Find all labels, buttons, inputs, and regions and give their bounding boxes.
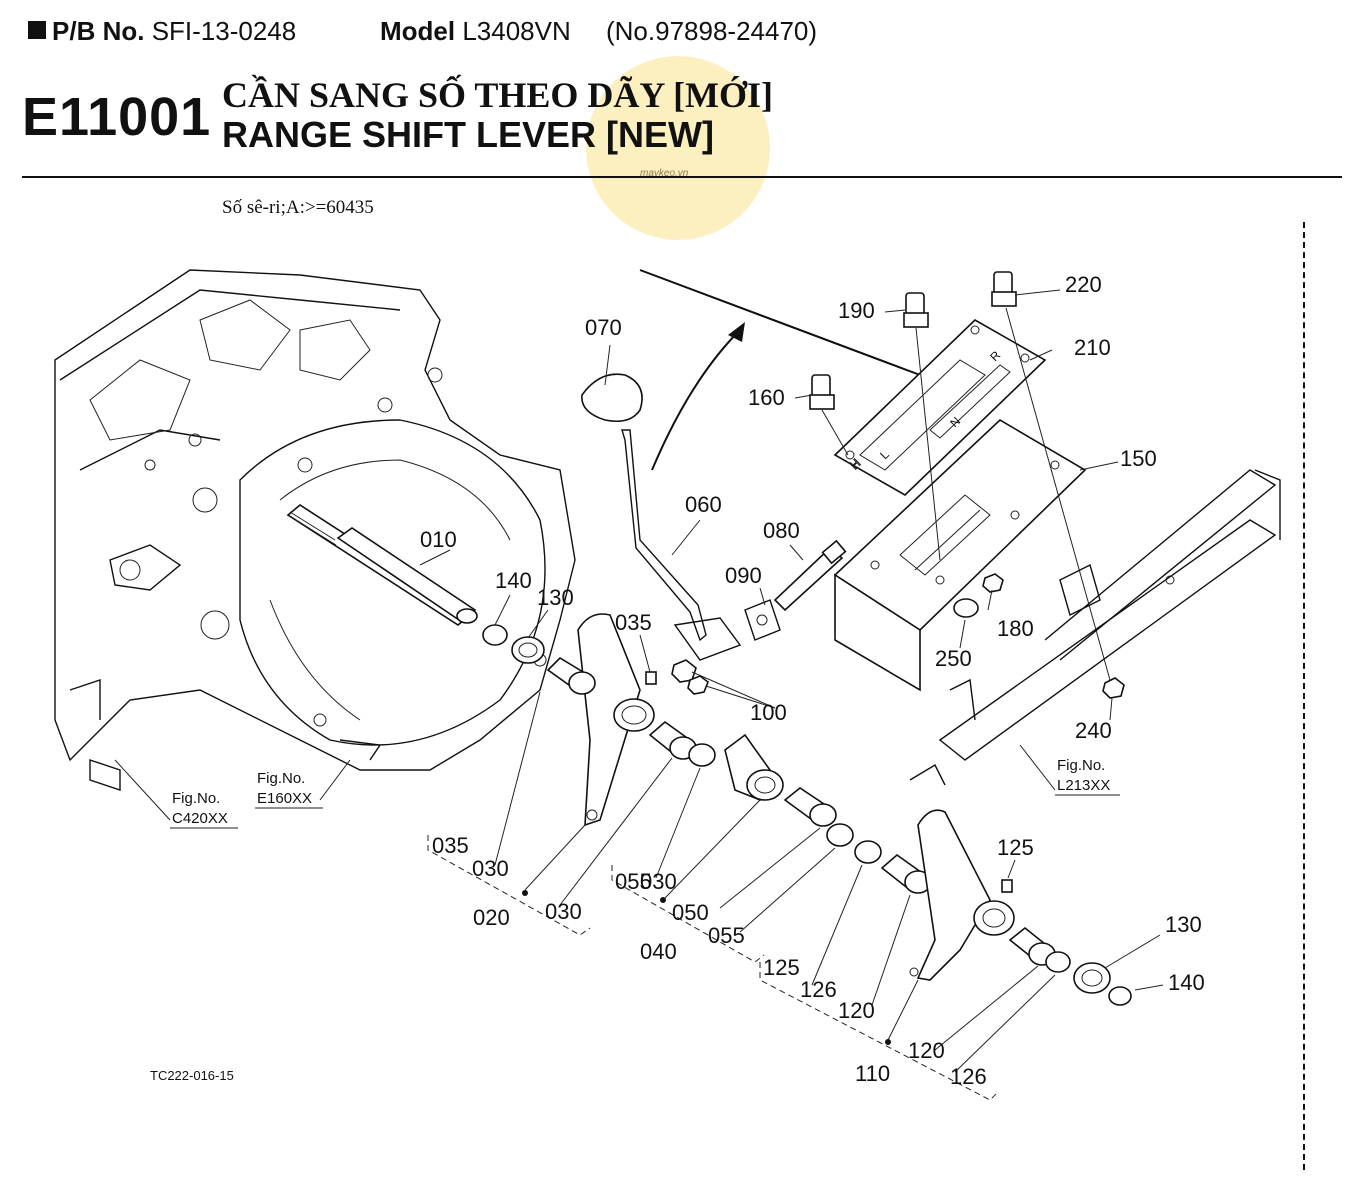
- part-055-ring-1: [688, 743, 716, 767]
- callout-120-b: 120: [908, 1038, 945, 1063]
- part-055-ring-2: [826, 823, 854, 847]
- serial-note: Số sê-ri;A:>=60435: [222, 197, 374, 218]
- part-040-lever: [724, 733, 784, 802]
- part-090-bracket: [744, 599, 781, 641]
- callout-060: 060: [685, 492, 722, 517]
- callout-030-b: 030: [545, 899, 582, 924]
- part-080-bolt: [773, 539, 847, 612]
- pb-number: SFI-13-0248: [151, 16, 297, 46]
- callout-labels: 010 020 030 030 030 035 035 040 050 055 …: [420, 272, 1205, 1089]
- part-140-snap-ring-1: [482, 624, 508, 646]
- part-160-knob: [809, 374, 849, 456]
- callout-130-a: 130: [537, 585, 574, 610]
- part-140-snap-ring-2: [1108, 986, 1132, 1006]
- callout-055-a: 055: [615, 869, 652, 894]
- part-070-knob: [581, 373, 643, 423]
- callout-150: 150: [1120, 446, 1157, 471]
- watermark-text: maykeo.vn: [640, 168, 689, 179]
- callout-070: 070: [585, 315, 622, 340]
- parts-book-header: P/B No. SFI-13-0248 Model L3408VN (No.97…: [28, 16, 817, 47]
- figure-code: TC222-016-15: [150, 1068, 234, 1083]
- part-210-shift-plate: H L N R: [833, 319, 1047, 496]
- callout-080: 080: [763, 518, 800, 543]
- callout-030-a: 030: [472, 856, 509, 881]
- model-value: L3408VN: [462, 16, 571, 46]
- callout-050: 050: [672, 900, 709, 925]
- callout-100: 100: [750, 700, 787, 725]
- callout-126-b: 126: [950, 1064, 987, 1089]
- part-010-shaft: [286, 504, 478, 626]
- part-126-ring-1: [854, 840, 882, 864]
- part-110-lever: [909, 809, 1015, 981]
- title-vietnamese: CẦN SANG SỐ THEO DÃY [MỚI]: [222, 75, 774, 115]
- square-bullet-icon: [28, 21, 46, 39]
- callout-035-a: 035: [615, 610, 652, 635]
- callout-160: 160: [748, 385, 785, 410]
- pb-label: P/B No.: [52, 16, 145, 46]
- fig-e160-label: Fig.No.: [257, 770, 305, 787]
- part-130-washer-1: [511, 636, 545, 664]
- fig-e160-ref: E160XX: [257, 790, 312, 807]
- figure-references: Fig.No. C420XX Fig.No. E160XX Fig.No. L2…: [170, 757, 1120, 829]
- callout-055-b: 055: [708, 923, 745, 948]
- title-english: RANGE SHIFT LEVER [NEW]: [222, 114, 714, 155]
- callout-125-a: 125: [997, 835, 1034, 860]
- callout-040: 040: [640, 939, 677, 964]
- transmission-housing: [54, 269, 576, 791]
- part-190-knob: [903, 292, 941, 561]
- callout-240: 240: [1075, 718, 1112, 743]
- part-130-washer-2: [1073, 962, 1111, 994]
- callout-180: 180: [997, 616, 1034, 641]
- callout-120-a: 120: [838, 998, 875, 1023]
- model-label: Model: [380, 16, 456, 46]
- part-050-bushing: [783, 787, 837, 827]
- callout-126-a: 126: [800, 977, 837, 1002]
- callout-140-b: 140: [1168, 970, 1205, 995]
- serial-range: (No.97898-24470): [606, 16, 818, 46]
- watermark-logo: [586, 56, 770, 240]
- callout-130-b: 130: [1165, 912, 1202, 937]
- part-250-washer: [953, 598, 979, 618]
- part-150-guide-plate: [833, 419, 1087, 692]
- callout-140-a: 140: [495, 568, 532, 593]
- callout-035-b: 035: [432, 833, 469, 858]
- callout-010: 010: [420, 527, 457, 552]
- callout-110: 110: [855, 1061, 890, 1086]
- part-060-lever: [621, 429, 742, 661]
- header-divider: [22, 176, 1342, 178]
- part-180-nut: [982, 573, 1004, 593]
- callout-190: 190: [838, 298, 875, 323]
- callout-220: 220: [1065, 272, 1102, 297]
- leader-lines: [419, 289, 1164, 1101]
- fig-c420-label: Fig.No.: [172, 790, 220, 807]
- part-126-ring-2: [1045, 951, 1071, 973]
- callout-210: 210: [1074, 335, 1111, 360]
- part-125-grease-fitting: [1001, 879, 1013, 893]
- callout-090: 090: [725, 563, 762, 588]
- callout-125-b: 125: [763, 955, 800, 980]
- fig-l213-ref: L213XX: [1057, 777, 1110, 794]
- part-240-nut: [1102, 677, 1125, 699]
- callout-250: 250: [935, 646, 972, 671]
- page-dashed-border: [1303, 222, 1305, 1170]
- part-035-grease-fitting-1: [645, 671, 657, 685]
- model-info: Model L3408VN: [380, 16, 571, 47]
- fig-c420-ref: C420XX: [172, 810, 228, 827]
- part-220-knob: [991, 271, 1111, 681]
- callout-030-c: 030: [640, 869, 677, 894]
- mounting-bracket: [909, 469, 1281, 786]
- part-020-arm: [577, 613, 655, 827]
- part-030-bushing-1: [546, 656, 596, 695]
- fig-l213-label: Fig.No.: [1057, 757, 1105, 774]
- callout-020: 020: [473, 905, 510, 930]
- group-code: E11001: [22, 87, 212, 147]
